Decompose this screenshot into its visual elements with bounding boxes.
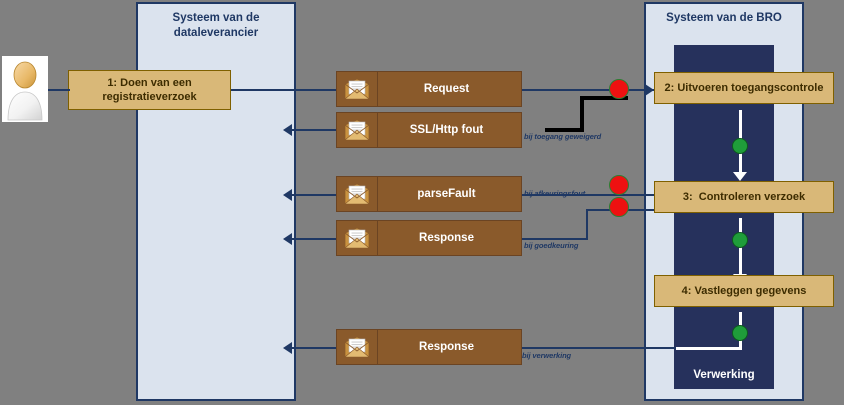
connector-actor-to-activity1: [44, 89, 70, 91]
connector-parsefault-to-supplier: [292, 194, 338, 196]
activity-2-box[interactable]: 2: Uitvoeren toegangscontrole: [654, 72, 834, 104]
condition-afkeuringsfout: bij afkeuringsfout: [524, 189, 586, 198]
condition-toegang-geweigerd: bij toegang geweigerd: [524, 132, 602, 141]
message-ssl-http-fout-label: SSL/Http fout: [409, 124, 484, 136]
envelope-icon: [337, 221, 378, 255]
condition-verwerking: bij verwerking: [522, 351, 572, 360]
connector-parsefault-from-activity3: [521, 194, 654, 196]
connector-response-mid-to-supplier: [292, 238, 338, 240]
message-parsefault[interactable]: parseFault: [336, 176, 522, 212]
person-icon: [7, 61, 43, 121]
connector-sslfout-to-supplier: [292, 129, 338, 131]
flow-line-verwerking-left: [676, 347, 740, 350]
activity-1-box[interactable]: 1: Doen van een registratieverzoek: [68, 70, 231, 110]
swimlane-title-line2: dataleverancier: [173, 27, 259, 39]
activity-3-box[interactable]: 3: Controleren verzoek: [654, 181, 834, 213]
error-dot-toegang: [609, 79, 629, 99]
activity-1-line2: registratieverzoek: [102, 91, 197, 103]
activity-1-line1: 1: Doen van een: [107, 77, 192, 89]
error-branch-vertical: [580, 96, 584, 132]
error-branch-bottom-segment: [545, 128, 584, 132]
arrowhead-response-bottom-left: [283, 342, 292, 354]
actor-dataleverancier[interactable]: [2, 56, 48, 122]
process-column-label: Verwerking: [693, 369, 755, 381]
ok-dot-after-2: [732, 138, 748, 154]
envelope-icon: [337, 330, 378, 364]
connector-request-to-activity2: [521, 89, 654, 91]
flow-line-verwerking-out: [739, 338, 742, 350]
envelope-icon: [337, 177, 378, 211]
arrowhead-to-activity2: [645, 84, 654, 96]
message-request[interactable]: Request: [336, 71, 522, 107]
connector-response-bottom-to-supplier: [292, 347, 338, 349]
message-request-label: Request: [423, 83, 470, 95]
connector-response-mid-vertical: [586, 209, 588, 240]
error-branch-top-segment: [580, 96, 628, 100]
arrowhead-parsefault-left: [283, 189, 292, 201]
message-response-middle[interactable]: Response: [336, 220, 522, 256]
message-response-middle-label: Response: [419, 232, 474, 244]
swimlane-dataleverancier: Systeem van de dataleverancier: [136, 2, 296, 401]
condition-goedkeuring: bij goedkeuring: [524, 241, 579, 250]
envelope-icon: [337, 72, 378, 106]
activity-4-box[interactable]: 4: Vastleggen gegevens: [654, 275, 834, 307]
ok-dot-after-3: [732, 232, 748, 248]
arrowhead-sslfout-left: [283, 124, 292, 136]
connector-response-bottom-from-verwerking: [521, 347, 676, 349]
error-dot-goedkeuring: [609, 197, 629, 217]
swimlane-title-line1: Systeem van de: [172, 12, 260, 24]
ok-dot-after-4: [732, 325, 748, 341]
connector-response-mid-to-box: [521, 238, 588, 240]
message-ssl-http-fout[interactable]: SSL/Http fout: [336, 112, 522, 148]
message-response-bottom[interactable]: Response: [336, 329, 522, 365]
arrowhead-response-mid-left: [283, 233, 292, 245]
flow-arrowhead-2-to-3: [733, 172, 747, 181]
envelope-icon: [337, 113, 378, 147]
message-parsefault-label: parseFault: [417, 188, 476, 200]
swimlane-dataleverancier-title: Systeem van de dataleverancier: [138, 11, 294, 41]
connector-activity1-to-request: [231, 89, 336, 91]
swimlane-bro-title: Systeem van de BRO: [666, 12, 782, 24]
message-response-bottom-label: Response: [419, 341, 474, 353]
error-dot-afkeuring: [609, 175, 629, 195]
